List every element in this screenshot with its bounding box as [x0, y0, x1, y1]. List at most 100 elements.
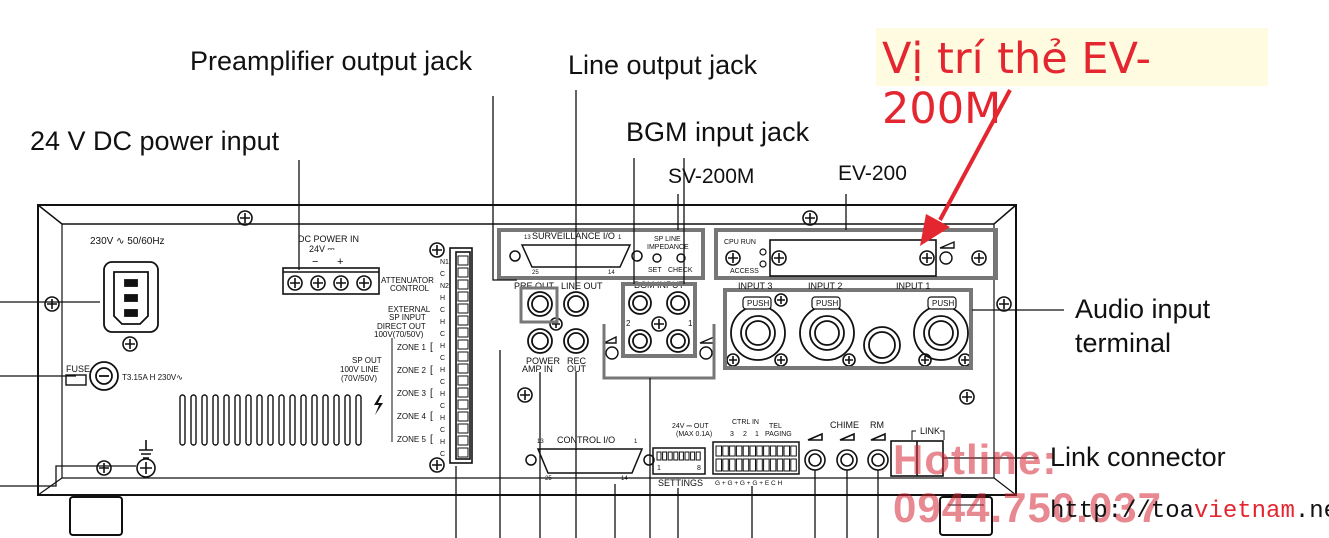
screw-icon [310, 275, 326, 291]
hotline-watermark: Hotline: 0944.750.037 [893, 436, 1162, 531]
direct-out-label-1: DIRECT OUT [377, 322, 426, 331]
zone-label: ZONE 4 [397, 412, 426, 421]
ctrl-terminal-cell [763, 458, 770, 472]
vent-slot [311, 394, 318, 446]
zone-bracket: [ [430, 411, 433, 422]
ctrl-terminal-cell [790, 458, 797, 472]
website-suffix: .net [1294, 498, 1329, 525]
link-connector-label: Link connector [1050, 442, 1226, 472]
screw-icon [122, 336, 138, 352]
surv-pin-25: 25 [532, 270, 539, 276]
dc-power-in-label: DC POWER IN [298, 234, 359, 244]
settings-dip-switch [652, 447, 706, 475]
terminal-letter: C [440, 403, 445, 410]
ctrl-terminal-cell [756, 458, 763, 472]
dip-cell [678, 451, 684, 461]
ctrl-terminal-cell [749, 445, 756, 457]
bgm-bracket [602, 324, 716, 380]
cpu-run-label: CPU RUN [724, 239, 756, 246]
input-1-label: INPUT 1 [896, 281, 930, 291]
line-output-jack-label: Line output jack [568, 50, 758, 80]
screw-icon [517, 387, 533, 403]
terminal-cell [457, 303, 469, 314]
ctrl-in-2: 2 [743, 431, 747, 438]
ctrl-terminal-cell [742, 445, 750, 457]
bgm-ch2-label: 2 [626, 319, 631, 328]
ground-icon [136, 440, 156, 478]
ctrl-terminal-row-label: G + G + G + G + E C H [715, 480, 782, 487]
tel-label-2: PAGING [765, 431, 792, 438]
link-label: LINK [920, 426, 940, 436]
dc-minus-label: − [312, 256, 318, 268]
terminal-letter: H [440, 343, 445, 350]
terminal-cell [457, 351, 469, 362]
vent-slot [333, 394, 340, 446]
screw-icon [774, 293, 788, 307]
ctrl-pin-13: 13 [537, 439, 544, 445]
control-io-connector [525, 448, 655, 474]
vent-slot [245, 394, 252, 446]
lightning-icon [374, 395, 383, 415]
dip-cell [684, 451, 690, 461]
vent-slot [201, 394, 208, 446]
vent-slot [300, 394, 307, 446]
rm-label: RM [870, 420, 884, 430]
callout-text: Vị trí thẻ EV-200M [882, 34, 1152, 134]
zone-bracket: [ [430, 365, 433, 376]
screw-icon [774, 353, 788, 367]
dc-power-terminal-block [282, 267, 380, 295]
bgm-input-box [621, 282, 697, 358]
terminal-cell [457, 339, 469, 350]
website-watermark: http://toavietnam.net [1050, 498, 1329, 525]
terminal-letter: H [440, 439, 445, 446]
terminal-cell [457, 411, 469, 422]
tel-label-1: TEL [769, 423, 782, 430]
ctrl-terminal-cell [729, 445, 736, 457]
screw-icon [842, 353, 856, 367]
website-accent: vietnam [1194, 498, 1295, 525]
terminal-letter: C [440, 307, 445, 314]
screw-icon [725, 250, 741, 266]
rca-jacks [527, 291, 589, 354]
ctrl-terminal-cell [783, 458, 790, 472]
control-io-label: CONTROL I/O [557, 435, 615, 445]
surv-pin-14: 14 [608, 270, 615, 276]
push-label-3: PUSH [747, 299, 769, 308]
ctrl-terminal-cell [776, 445, 784, 457]
chassis-outline [37, 204, 1017, 496]
sp-out-label-2: 100V LINE [340, 365, 379, 374]
vent-slot [322, 394, 329, 446]
chassis-bevel [37, 204, 1017, 225]
screw-icon [429, 457, 445, 473]
terminal-cell [457, 399, 469, 410]
zone-bracket: [ [430, 342, 433, 353]
external-label-2: SP INPUT [389, 313, 426, 322]
screw-icon [996, 296, 1012, 312]
ctrl-terminal-cell [722, 445, 729, 457]
ev200-slot-box [714, 228, 998, 280]
rec-out-label-1: REC [567, 356, 587, 366]
website-prefix: http://toa [1050, 498, 1195, 525]
surveillance-io-label: SURVEILLANCE I/O [532, 231, 615, 241]
ctrl-terminal-cell [756, 445, 763, 457]
terminal-cell [457, 435, 469, 446]
ctrl-pin-14: 14 [621, 476, 628, 482]
screw-icon [429, 242, 445, 258]
sv200m-label: SV-200M [668, 165, 755, 188]
ctrl-terminal-cell [722, 458, 729, 472]
attenuator-label-1: ATTENUATOR [381, 276, 434, 285]
zone-bracket: [ [430, 388, 433, 399]
ctrl-in-3: 3 [730, 431, 734, 438]
vent-slot [256, 394, 263, 446]
ev200-label: EV-200 [838, 162, 907, 185]
direct-out-label-2: 100V(70/50V) [374, 330, 424, 339]
red-arrow-icon [920, 89, 1012, 246]
dc-out-label-1: 24V ⎓ OUT [672, 423, 709, 430]
rec-out-label-2: OUT [567, 364, 587, 374]
sp-out-label-3: (70V/50V) [341, 374, 377, 383]
terminal-letter: C [440, 355, 445, 362]
dip-cell [695, 451, 701, 461]
vent-slot [223, 394, 230, 446]
dip-cell [667, 451, 673, 461]
